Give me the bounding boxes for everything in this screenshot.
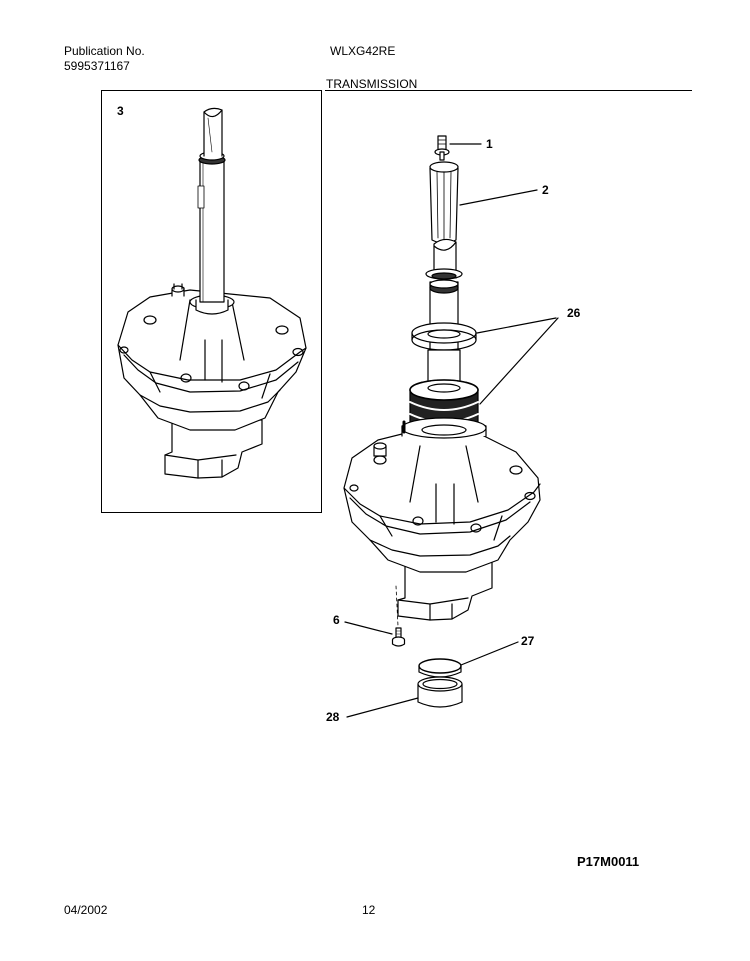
leader-6 [344, 621, 393, 635]
inset-frame [101, 90, 322, 513]
callout-1: 1 [486, 137, 493, 151]
section-title: TRANSMISSION [326, 77, 418, 91]
callout-6: 6 [333, 613, 340, 627]
part-1-screw [434, 135, 450, 161]
exploded-transmission-housing [343, 417, 541, 621]
callout-2: 2 [542, 183, 549, 197]
publication-label: Publication No. [64, 44, 145, 58]
part-28-bushing [417, 676, 463, 708]
leader-2 [459, 189, 538, 206]
part-26-washer [411, 322, 477, 351]
inset-transmission-assembly [117, 107, 307, 479]
leader-27 [460, 641, 519, 666]
footer-page: 12 [362, 903, 376, 917]
callout-27: 27 [521, 634, 535, 648]
leader-26b [479, 317, 559, 405]
figure-code: P17M0011 [577, 854, 640, 869]
leader-28 [346, 697, 419, 718]
callout-26: 26 [567, 306, 581, 320]
model-number: WLXG42RE [330, 44, 396, 58]
callout-28: 28 [326, 710, 340, 724]
footer-date: 04/2002 [64, 903, 108, 917]
part-27-ring [418, 658, 462, 678]
alignment-line [395, 585, 399, 627]
leader-26a [476, 317, 557, 334]
header-rule [325, 90, 692, 91]
publication-number: 5995371167 [64, 59, 130, 73]
part-2-coupling [429, 161, 459, 244]
callout-3: 3 [117, 104, 124, 118]
part-6-bolt [391, 627, 406, 647]
